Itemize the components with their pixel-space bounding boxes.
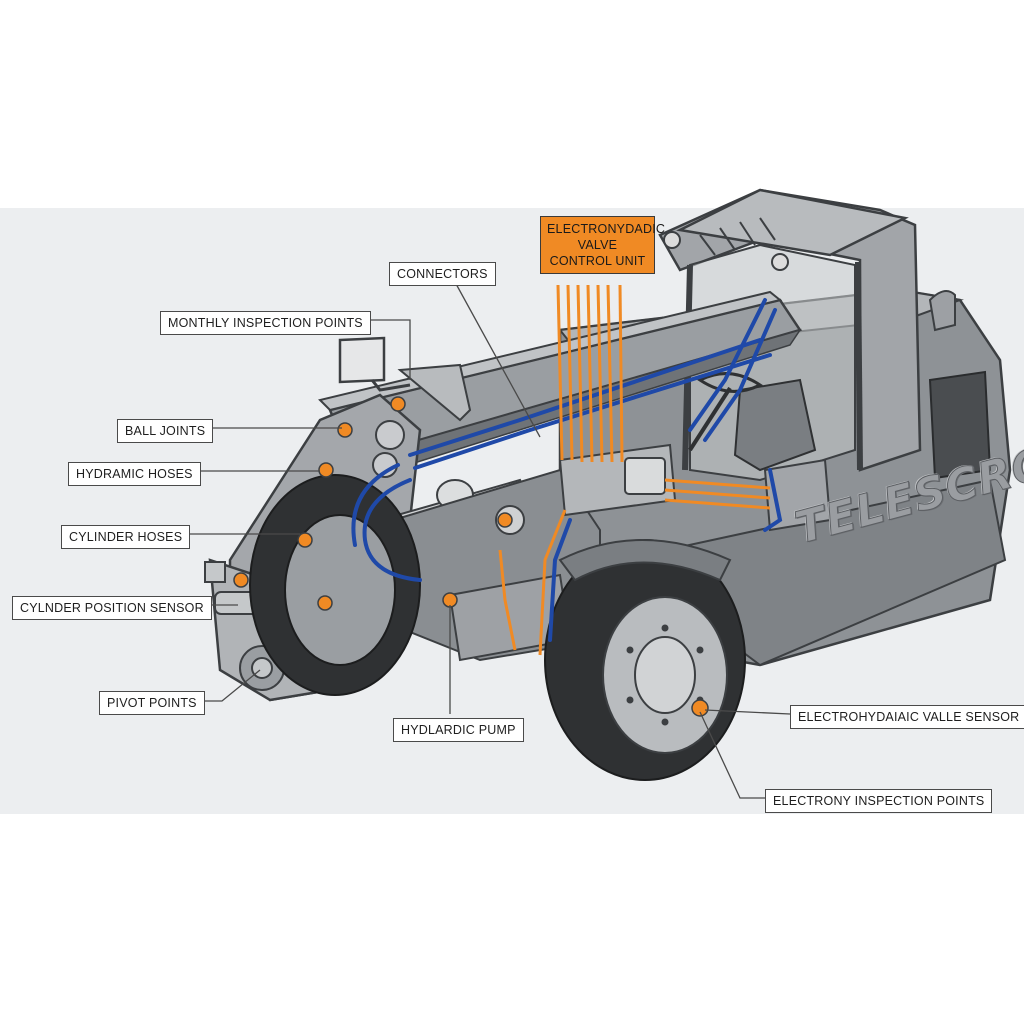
callout-control-unit-line-1: ELECTRONYDADIC	[547, 222, 666, 236]
cab-roof	[676, 188, 909, 257]
callout-cylinder-hoses: CYLINDER HOSES	[61, 525, 191, 549]
fender	[558, 539, 732, 582]
exhaust-stack	[928, 290, 956, 332]
callout-valve-sensor: ELECTROHYDAIAIC VALLE SENSOR	[790, 705, 1024, 729]
operator-seat	[733, 378, 817, 472]
bracket	[397, 363, 472, 422]
callout-monthly-inspection-points: MONTHLY INSPECTION POINTS	[160, 311, 371, 335]
engine-grille	[928, 370, 992, 480]
orange-wires	[498, 284, 771, 656]
front-left-wheel	[249, 474, 421, 696]
inspection-dots	[233, 396, 709, 717]
front-right-wheel	[544, 539, 746, 781]
callout-electrony-inspection-points: ELECTRONY INSPECTION POINTS	[765, 789, 993, 813]
steering-column	[688, 386, 732, 452]
rear-valve-block	[763, 458, 832, 532]
arm-pivot-upper	[375, 420, 405, 450]
blue-hoses	[351, 298, 783, 642]
side-mirror	[338, 336, 386, 384]
roof-guard-bars	[699, 217, 776, 256]
callout-connectors: CONNECTORS	[389, 262, 496, 286]
callout-hydramic-hoses: HYDRAMIC HOSES	[68, 462, 201, 486]
cab-work-light-left	[663, 231, 681, 249]
cab-work-light-right	[771, 253, 789, 271]
pivot-ring-2	[251, 657, 273, 679]
callout-control-unit-line-2: VALVE	[577, 238, 618, 252]
callout-control-unit-line-3: CONTROL UNIT	[549, 254, 646, 268]
callout-cylinder-position-sensor: CYLNDER POSITION SENSOR	[12, 596, 212, 620]
mirror-arm	[370, 379, 411, 392]
callout-control-unit: ELECTRONYDADIC VALVE CONTROL UNIT	[540, 216, 666, 274]
callout-hydraulic-pump: HYDLARDIC PUMP	[393, 718, 524, 742]
valve-module	[624, 457, 666, 495]
callout-ball-joints: BALL JOINTS	[117, 419, 214, 443]
cab-pillar-rear	[855, 261, 863, 471]
sensor-block	[204, 561, 226, 583]
callout-pivot-points: PIVOT POINTS	[99, 691, 205, 715]
